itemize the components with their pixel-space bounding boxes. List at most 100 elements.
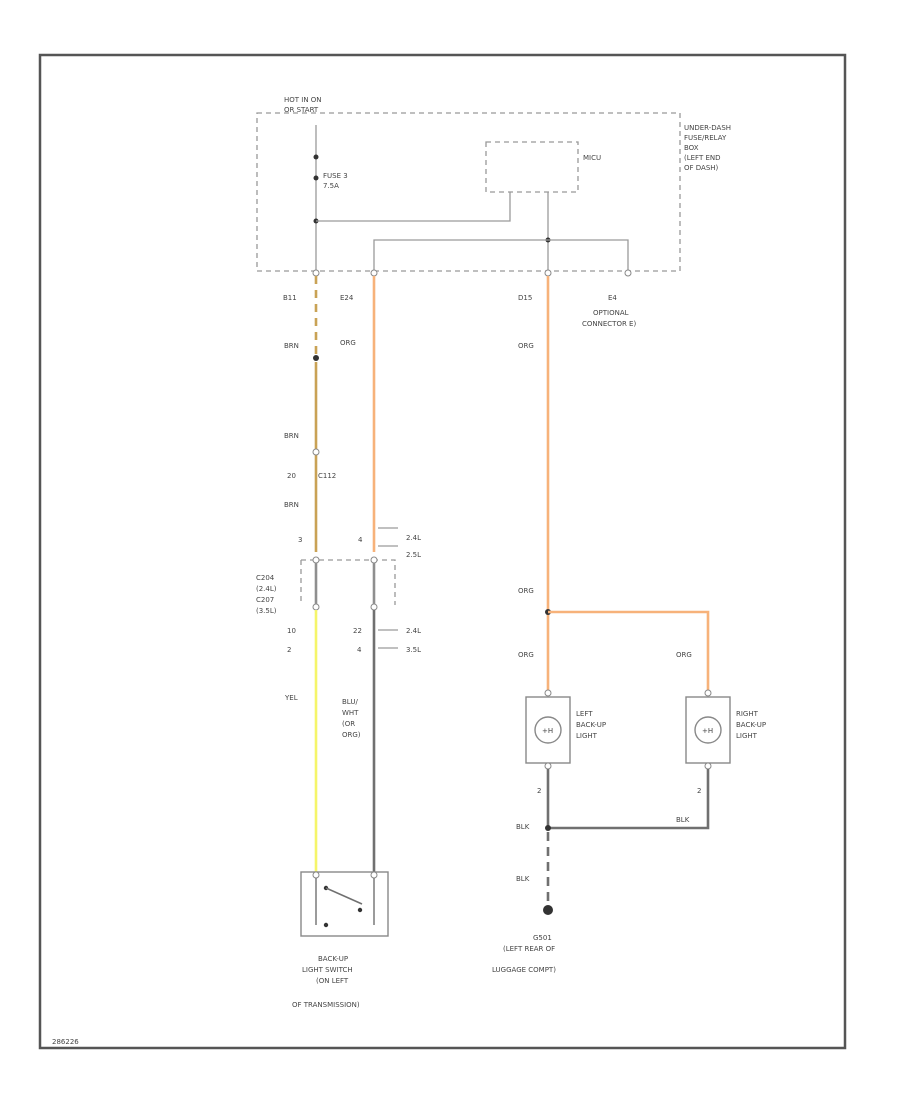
switch-label-4: OF TRANSMISSION) (292, 1001, 360, 1009)
right-lamp-label-3: LIGHT (736, 732, 758, 740)
switch-connector (300, 559, 396, 605)
switch-pin-right (370, 871, 378, 879)
wire-brn-3: BRN (284, 501, 299, 509)
note-24l: 2.4L (406, 534, 421, 542)
wire-blk-1: BLK (516, 823, 530, 831)
wire-yel: YEL (284, 694, 298, 702)
pin-c112 (312, 448, 320, 456)
wire-org-1: ORG (340, 339, 356, 347)
wire-blu-wht-3: (OR (342, 720, 355, 728)
right-lamp-pin-bottom (704, 762, 712, 770)
fuse-top-node (313, 154, 319, 160)
pin-c204-left-top (312, 556, 320, 564)
micu-feed-wire (316, 192, 511, 222)
hot-label-2: OR START (284, 106, 319, 114)
pin-d15 (544, 269, 552, 277)
pin-10-label: 10 (287, 627, 296, 635)
pin-2-label: 2 (287, 646, 291, 654)
pin-4-label: 4 (358, 536, 363, 544)
wire-blu-wht-2: WHT (342, 709, 359, 717)
fuse-box-label-5: OF DASH) (684, 164, 719, 172)
pin-c204-right-top (370, 556, 378, 564)
diagram-frame (38, 53, 847, 1050)
wire-brn-2: BRN (284, 432, 299, 440)
fuse-relay-box (256, 112, 681, 272)
pin-c204-left-bottom (312, 603, 320, 611)
right-lamp-label-2: BACK-UP (736, 721, 766, 729)
c112-pin-label: 20 (287, 472, 296, 480)
switch-label-3: (ON LEFT (316, 977, 349, 985)
left-lamp-label-1: LEFT (576, 710, 593, 718)
fuse-box-label-2: FUSE/RELAY (684, 134, 727, 142)
left-lamp-bulb-mark: +H (542, 727, 553, 735)
diagram-code: 286226 (52, 1038, 79, 1046)
ground-label-3: LUGGAGE COMPT) (492, 966, 556, 974)
hot-label-1: HOT IN ON (284, 96, 322, 104)
wire-blk-3: BLK (516, 875, 530, 883)
switch-blade (325, 887, 363, 905)
note-24l-b: 2.4L (406, 627, 421, 635)
pin-3-label: 3 (298, 536, 302, 544)
ground-label-1: G501 (533, 934, 552, 942)
wire-blu-wht-4: ORG) (342, 731, 361, 739)
wire-org-2: ORG (518, 342, 534, 350)
switch-terminal-b (357, 907, 363, 913)
switch-terminal-c (323, 922, 329, 928)
wire-brn-1: BRN (284, 342, 299, 350)
left-lamp-pin-label: 2 (537, 787, 541, 795)
wire-blk-2: BLK (676, 816, 690, 824)
fuse-bottom-node (313, 175, 319, 181)
fuse-box-label-1: UNDER-DASH (684, 124, 731, 132)
left-lamp-pin-bottom (544, 762, 552, 770)
right-lamp-pin-top (704, 689, 712, 697)
ground-label-2: (LEFT REAR OF (503, 945, 555, 953)
ground-splice-node (545, 825, 551, 831)
switch-label-1: BACK-UP (318, 955, 348, 963)
switch-conn-4: (3.5L) (256, 607, 277, 615)
switch-conn-1: C204 (256, 574, 275, 582)
switch-conn-2: (2.4L) (256, 585, 277, 593)
switch-pin-left (312, 871, 320, 879)
wire-org-4: ORG (518, 651, 534, 659)
backup-light-switch (300, 871, 389, 937)
ground-point-icon (543, 905, 553, 915)
pin-4b-label: 4 (357, 646, 362, 654)
conn-e24-label: E24 (340, 294, 354, 302)
micu-label: MICU (583, 154, 601, 162)
switch-label-2: LIGHT SWITCH (302, 966, 353, 974)
left-lamp-label-2: BACK-UP (576, 721, 606, 729)
left-lamp-label-3: LIGHT (576, 732, 598, 740)
right-lamp-bulb-mark: +H (702, 727, 713, 735)
wire-org-3: ORG (518, 587, 534, 595)
left-lamp-pin-top (544, 689, 552, 697)
fuse-label-2: 7.5A (323, 182, 339, 190)
conn-e4-label: E4 (608, 294, 617, 302)
fuse-box-label-3: BOX (684, 144, 699, 152)
brn-splice-node (313, 355, 319, 361)
fuse-box-label-4: (LEFT END (684, 154, 721, 162)
right-lamp-pin-label: 2 (697, 787, 701, 795)
right-lamp-label-1: RIGHT (736, 710, 759, 718)
optional-label-2: CONNECTOR E) (582, 320, 636, 328)
left-lamp-bulb-icon (534, 716, 562, 744)
fuse-label-1: FUSE 3 (323, 172, 348, 180)
internal-bus (373, 239, 629, 272)
conn-d15-label: D15 (518, 294, 532, 302)
pin-b11 (312, 269, 320, 277)
pin-22-label: 22 (353, 627, 362, 635)
note-35l-b: 3.5L (406, 646, 421, 654)
note-35l: 2.5L (406, 551, 421, 559)
optional-label-1: OPTIONAL (593, 309, 629, 317)
blk-wire-right-lamp (548, 769, 710, 830)
micu-module (485, 141, 579, 193)
wire-blu-wht-1: BLU/ (342, 698, 358, 706)
pin-e24 (370, 269, 378, 277)
c112-label: C112 (318, 472, 336, 480)
org-wire-right-lamp (548, 610, 710, 690)
right-lamp-bulb-icon (694, 716, 722, 744)
pin-e4 (624, 269, 632, 277)
pin-c204-right-bottom (370, 603, 378, 611)
conn-b11-label: B11 (283, 294, 297, 302)
wire-org-5: ORG (676, 651, 692, 659)
